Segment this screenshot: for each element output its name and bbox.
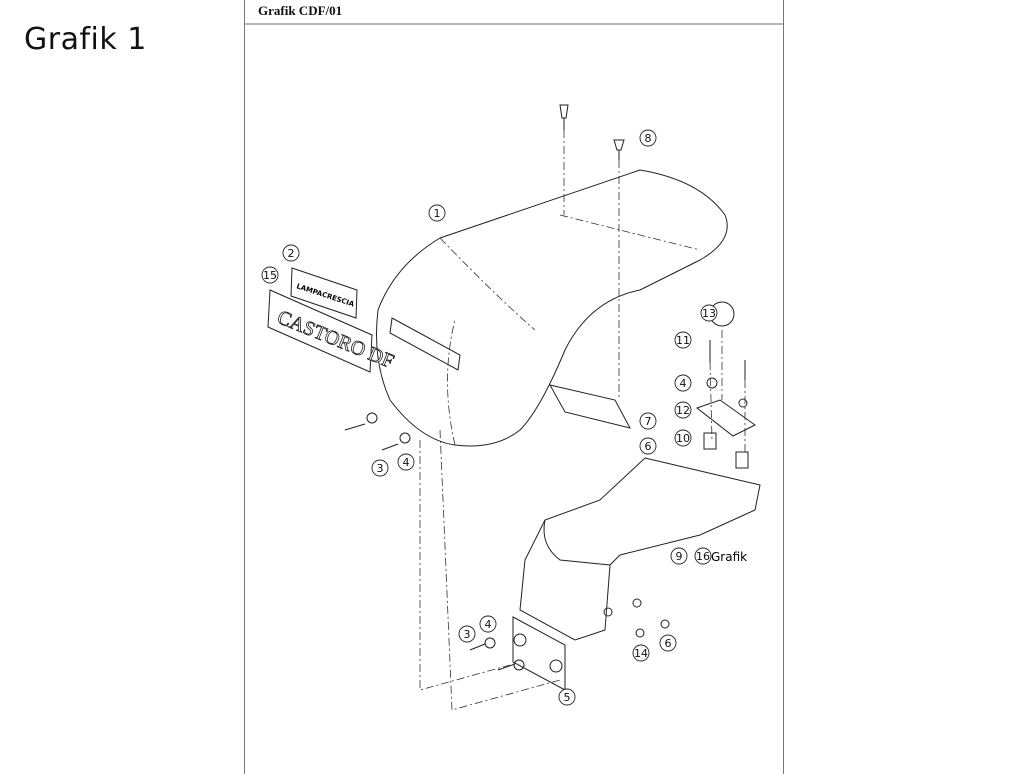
callout-7: 7	[639, 412, 657, 430]
callout-number: 3	[377, 462, 384, 475]
callout-number: 1	[434, 207, 441, 220]
fasteners	[344, 104, 748, 671]
callout-13: 13	[700, 304, 718, 322]
callout-circle	[639, 129, 657, 147]
plate-2: LAMPACRESCIA	[290, 267, 358, 319]
callout-8: 8	[639, 129, 657, 147]
callout-circle	[674, 429, 692, 447]
callout-10: 10	[674, 429, 692, 447]
callout-number: 4	[403, 456, 410, 469]
callout-circle	[700, 304, 718, 322]
callout-3: 3	[458, 625, 476, 643]
callout-number: 5	[564, 691, 571, 704]
callout-number: 16	[696, 550, 710, 563]
callout-number: 4	[680, 377, 687, 390]
callout-number: 13	[702, 307, 716, 320]
callout-number: 8	[645, 132, 652, 145]
callout-number: 7	[645, 415, 652, 428]
callout-circle	[670, 547, 688, 565]
page-heading: Grafik 1	[24, 22, 147, 57]
bracket-9	[519, 457, 761, 641]
callout-6: 6	[659, 634, 677, 652]
callout-number: 11	[676, 334, 690, 347]
callout-12: 12	[674, 401, 692, 419]
callout-4: 4	[397, 453, 415, 471]
callout-circle	[639, 412, 657, 430]
callout-3: 3	[371, 459, 389, 477]
assembly-lines	[419, 130, 746, 711]
callout-circle	[428, 204, 446, 222]
callout-circle	[674, 374, 692, 392]
callout-2: 2	[282, 244, 300, 262]
callout-9: 9	[670, 547, 688, 565]
callout-14: 14	[632, 644, 650, 662]
callout-circle	[558, 688, 576, 706]
callout-circle	[674, 401, 692, 419]
callout-circle	[458, 625, 476, 643]
callout-circle	[694, 547, 712, 565]
callout-4: 4	[674, 374, 692, 392]
callout-circle	[261, 266, 279, 284]
callout-number: 6	[645, 440, 652, 453]
callout-suffix: Grafik	[711, 550, 747, 564]
callout-circle	[639, 437, 657, 455]
callout-circle	[282, 244, 300, 262]
callout-number: 3	[464, 628, 471, 641]
callout-number: 14	[634, 647, 648, 660]
callout-number: 12	[676, 404, 690, 417]
callout-number: 6	[665, 637, 672, 650]
callout-circle	[371, 459, 389, 477]
hood-cover	[376, 169, 728, 447]
callout-circle	[479, 615, 497, 633]
sheet-title: Grafik CDF/01	[258, 3, 343, 18]
plate-15: CASTORO DF	[267, 289, 397, 373]
callout-circle	[659, 634, 677, 652]
plate-5	[512, 616, 566, 691]
callout-number: 9	[676, 550, 683, 563]
callout-11: 11	[674, 331, 692, 349]
callout-number: 4	[485, 618, 492, 631]
callout-15: 15	[261, 266, 279, 284]
plate-12	[695, 301, 756, 469]
callout-4: 4	[479, 615, 497, 633]
callout-6: 6	[639, 437, 657, 455]
callout-number: 15	[263, 269, 277, 282]
callout-5: 5	[558, 688, 576, 706]
callout-16: 16	[694, 547, 712, 565]
drawing-sheet: Grafik CDF/01	[244, 0, 784, 774]
callout-number: 2	[288, 247, 295, 260]
callout-1: 1	[428, 204, 446, 222]
plate-15-label: CASTORO DF	[274, 306, 397, 373]
callout-circle	[397, 453, 415, 471]
callout-number: 10	[676, 432, 690, 445]
sheet-header: Grafik CDF/01	[245, 0, 783, 25]
callout-circle	[674, 331, 692, 349]
callout-circle	[632, 644, 650, 662]
